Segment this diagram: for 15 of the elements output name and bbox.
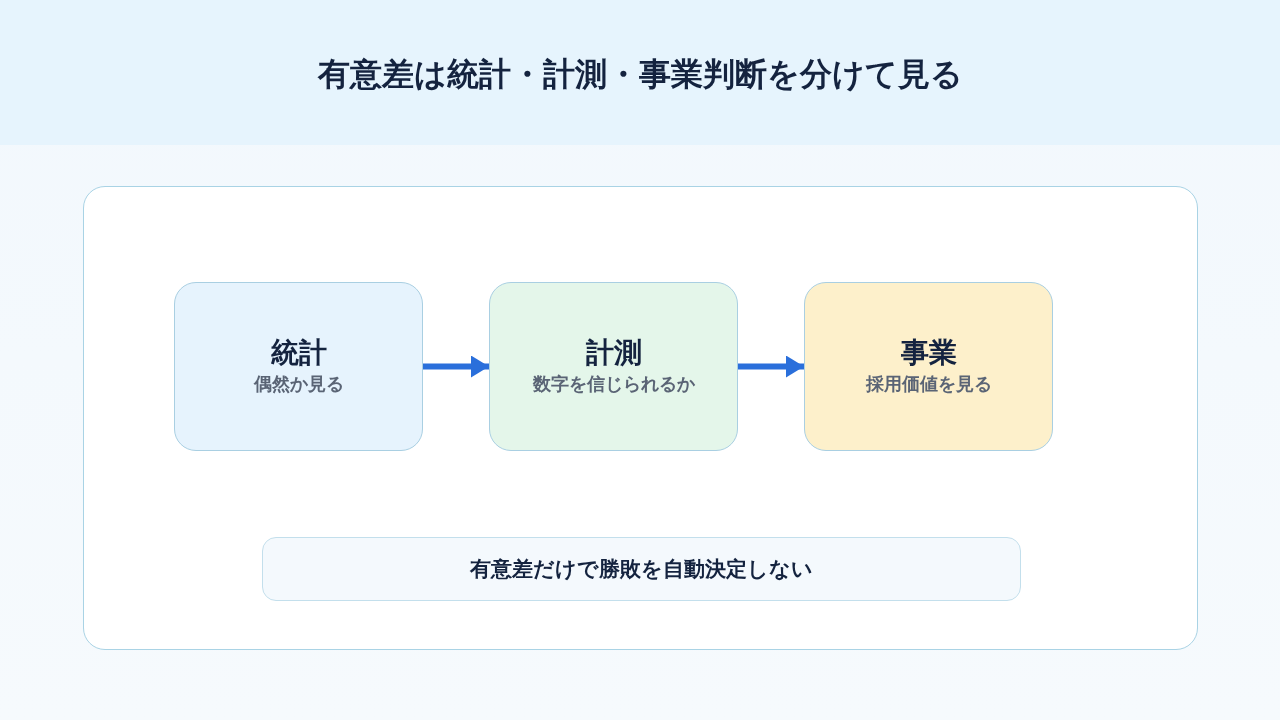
process-box <box>804 282 1053 451</box>
box-subtitle: 数字を信じられるか <box>532 371 695 396</box>
box-subtitle: 偶然か見る <box>253 371 344 396</box>
arrow <box>423 355 489 378</box>
box-heading: 統計 <box>270 334 327 371</box>
process-box <box>489 282 738 451</box>
content-panel <box>83 186 1198 650</box>
box-subtitle: 採用価値を見る <box>865 371 992 396</box>
box-heading: 事業 <box>900 334 957 371</box>
note-box <box>262 537 1021 601</box>
note-text: 有意差だけで勝敗を自動決定しない <box>470 556 813 583</box>
arrow <box>738 355 804 378</box>
diagram-title: 有意差は統計・計測・事業判断を分けて見る <box>316 54 964 95</box>
box-heading: 計測 <box>585 334 642 371</box>
process-box <box>174 282 423 451</box>
